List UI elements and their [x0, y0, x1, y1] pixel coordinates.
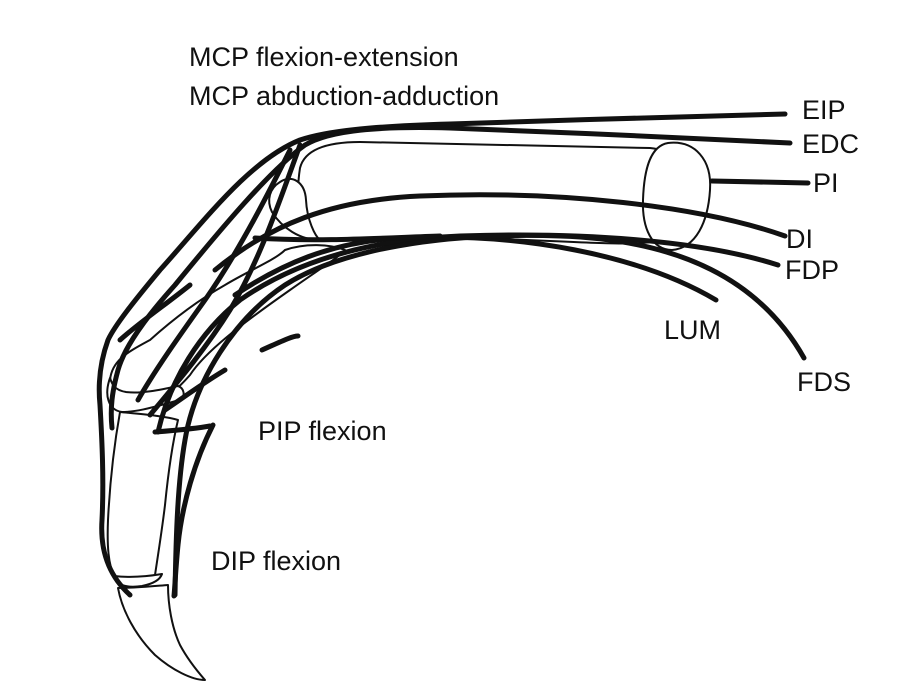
- pi-label: PI: [813, 168, 839, 198]
- dip-flexion-label: DIP flexion: [211, 546, 342, 576]
- flexor-segment-3: [171, 422, 216, 599]
- fds-tendon: [172, 232, 807, 598]
- di-label: DI: [786, 224, 813, 254]
- extensor-hood-strand-4: [162, 367, 228, 413]
- fds-label: FDS: [797, 367, 851, 397]
- lum-label: LUM: [664, 315, 722, 345]
- tendons: [96, 111, 811, 599]
- di-tendon: [212, 192, 788, 273]
- extensor-hood-strand-1: [135, 147, 293, 403]
- flexor-segment-1: [259, 333, 301, 353]
- extensor-hood-strand-3: [117, 282, 193, 343]
- mcp-abduction-adduction-label: MCP abduction-adduction: [189, 81, 500, 111]
- bones: [106, 141, 712, 681]
- eip-tendon: [96, 111, 788, 598]
- fdp-label: FDP: [785, 255, 839, 285]
- flexor-segment-2: [152, 423, 213, 435]
- metacarpal-base: [641, 141, 712, 251]
- distal-phalanx: [117, 584, 206, 681]
- pip-flexion-label: PIP flexion: [258, 416, 387, 446]
- flexor-connector: [252, 233, 443, 243]
- mcp-flexion-extension-label: MCP flexion-extension: [189, 42, 459, 72]
- edc-label: EDC: [802, 129, 860, 159]
- eip-label: EIP: [802, 95, 846, 125]
- middle-phalanx: [106, 411, 179, 582]
- pi-tendon: [709, 178, 811, 186]
- fdp-tendon: [155, 232, 781, 435]
